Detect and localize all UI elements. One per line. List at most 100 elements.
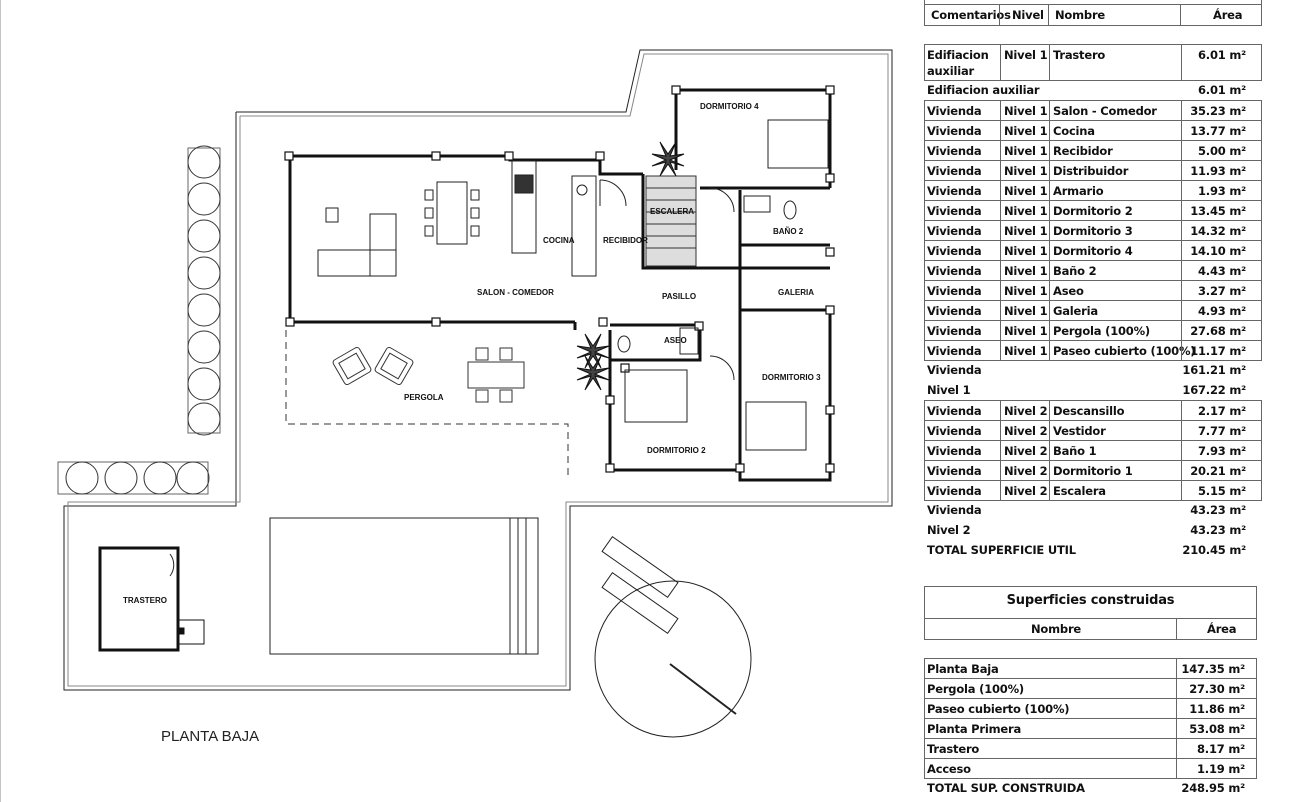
bath-fixtures (617, 195, 797, 355)
util-cell-comentarios: Vivienda (927, 124, 982, 138)
built-row: Paseo cubierto (100%)11.86 m² (924, 698, 1257, 719)
util-cell-nivel: Nivel 1 (1004, 164, 1048, 178)
util-cell-nombre: Pergola (100%) (1053, 324, 1150, 338)
util-cell-nombre: Escalera (1053, 484, 1106, 498)
doors (169, 179, 735, 577)
util-cell-nombre: Galeria (1053, 304, 1098, 318)
built-cell-area: 8.17 m² (1197, 742, 1245, 756)
hedge-vertical (187, 145, 221, 436)
util-cell-area: 27.68 m² (1190, 324, 1246, 338)
util-cell-nivel: Nivel 1 (1004, 204, 1048, 218)
util-cell-nombre: Cocina (1053, 124, 1095, 138)
built-header-area: Área (1207, 622, 1237, 636)
util-cell-comentarios: Vivienda (927, 363, 982, 377)
built-cell-nombre: Pergola (100%) (927, 682, 1024, 696)
util-cell-area: 6.01 m² (1198, 48, 1246, 62)
header-area: Área (1213, 8, 1243, 22)
beds (624, 119, 829, 451)
util-row: Vivienda Nivel 1 Cocina 13.77 m² (924, 120, 1262, 141)
dining-table (424, 181, 480, 245)
room-label-dormitorio2: DORMITORIO 2 (647, 446, 706, 455)
built-cell-area: 1.19 m² (1197, 762, 1245, 776)
util-cell-nivel: Nivel 1 (1004, 244, 1048, 258)
built-cell-area: 11.86 m² (1189, 702, 1245, 716)
header-nivel: Nivel (1012, 8, 1044, 22)
util-cell-nivel: Nivel 1 (1004, 144, 1048, 158)
util-cell-nivel: Nivel 1 (1004, 224, 1048, 238)
util-cell-nombre: Descansillo (1053, 404, 1125, 418)
util-cell-comentarios: Edifiacion auxiliar (927, 48, 989, 78)
room-label-pergola: PERGOLA (404, 393, 444, 402)
util-cell-comentarios: Vivienda (927, 344, 982, 358)
util-cell-area: 5.15 m² (1198, 484, 1246, 498)
built-cell-area: 147.35 m² (1181, 662, 1245, 676)
header-nombre: Nombre (1055, 8, 1106, 22)
built-row: Acceso 1.19 m² (924, 758, 1257, 779)
util-cell-comentarios: Vivienda (927, 104, 982, 118)
util-cell-comentarios: Vivienda (927, 184, 982, 198)
util-cell-nivel: Nivel 2 (1004, 444, 1048, 458)
util-cell-comentarios: Vivienda (927, 164, 982, 178)
room-label-salon: SALON - COMEDOR (477, 288, 554, 297)
room-label-aseo: ASEO (664, 336, 687, 345)
util-cell-nivel: Nivel 2 (1004, 464, 1048, 478)
util-cell-area: 7.93 m² (1198, 444, 1246, 458)
util-cell-comentarios: Nivel 2 (927, 523, 971, 537)
built-row: Pergola (100%)27.30 m² (924, 678, 1257, 699)
util-cell-area: 43.23 m² (1190, 523, 1246, 537)
built-cell-area: 248.95 m² (1181, 781, 1245, 795)
util-cell-nivel: Nivel 1 (1004, 124, 1048, 138)
built-row: Planta Baja 147.35 m² (924, 658, 1257, 679)
util-cell-area: 3.27 m² (1198, 284, 1246, 298)
util-cell-nivel: Nivel 2 (1004, 424, 1048, 438)
built-cell-nombre: Acceso (927, 762, 971, 776)
util-cell-area: 210.45 m² (1182, 543, 1246, 557)
header-comentarios: Comentarios (931, 8, 1011, 22)
plants (576, 141, 685, 391)
built-row: TOTAL SUP. CONSTRUIDA 248.95 m² (924, 778, 1257, 798)
built-cell-area: 53.08 m² (1189, 722, 1245, 736)
util-cell-nivel: Nivel 1 (1004, 284, 1048, 298)
kitchen (511, 160, 597, 277)
util-cell-area: 5.00 m² (1198, 144, 1246, 158)
util-cell-area: 14.32 m² (1190, 224, 1246, 238)
util-cell-nivel: Nivel 2 (1004, 484, 1048, 498)
superficies-construidas-table: Superficies construidas Nombre Área Plan… (924, 586, 1258, 796)
built-cell-nombre: TOTAL SUP. CONSTRUIDA (927, 781, 1085, 795)
util-cell-nombre: Paseo cubierto (100%) (1053, 344, 1196, 358)
util-cell-nivel: Nivel 1 (1004, 304, 1048, 318)
util-cell-area: 13.77 m² (1190, 124, 1246, 138)
util-cell-comentarios: Vivienda (927, 404, 982, 418)
room-label-escalera: ESCALERA (650, 207, 694, 216)
room-label-bano2: BAÑO 2 (773, 227, 804, 236)
util-cell-area: 1.93 m² (1198, 184, 1246, 198)
trastero-building (98, 546, 205, 652)
built-cell-nombre: Planta Baja (927, 662, 999, 676)
room-label-dormitorio3: DORMITORIO 3 (762, 373, 821, 382)
util-cell-comentarios: Nivel 1 (927, 383, 971, 397)
util-cell-area: 35.23 m² (1190, 104, 1246, 118)
util-cell-nombre: Dormitorio 1 (1053, 464, 1133, 478)
util-cell-comentarios: Vivienda (927, 244, 982, 258)
util-cell-nivel: Nivel 1 (1004, 104, 1048, 118)
util-header-box (924, 4, 1262, 26)
util-cell-comentarios: Vivienda (927, 503, 982, 517)
util-cell-nivel: Nivel 1 (1004, 344, 1048, 358)
plot-outline (63, 49, 893, 691)
